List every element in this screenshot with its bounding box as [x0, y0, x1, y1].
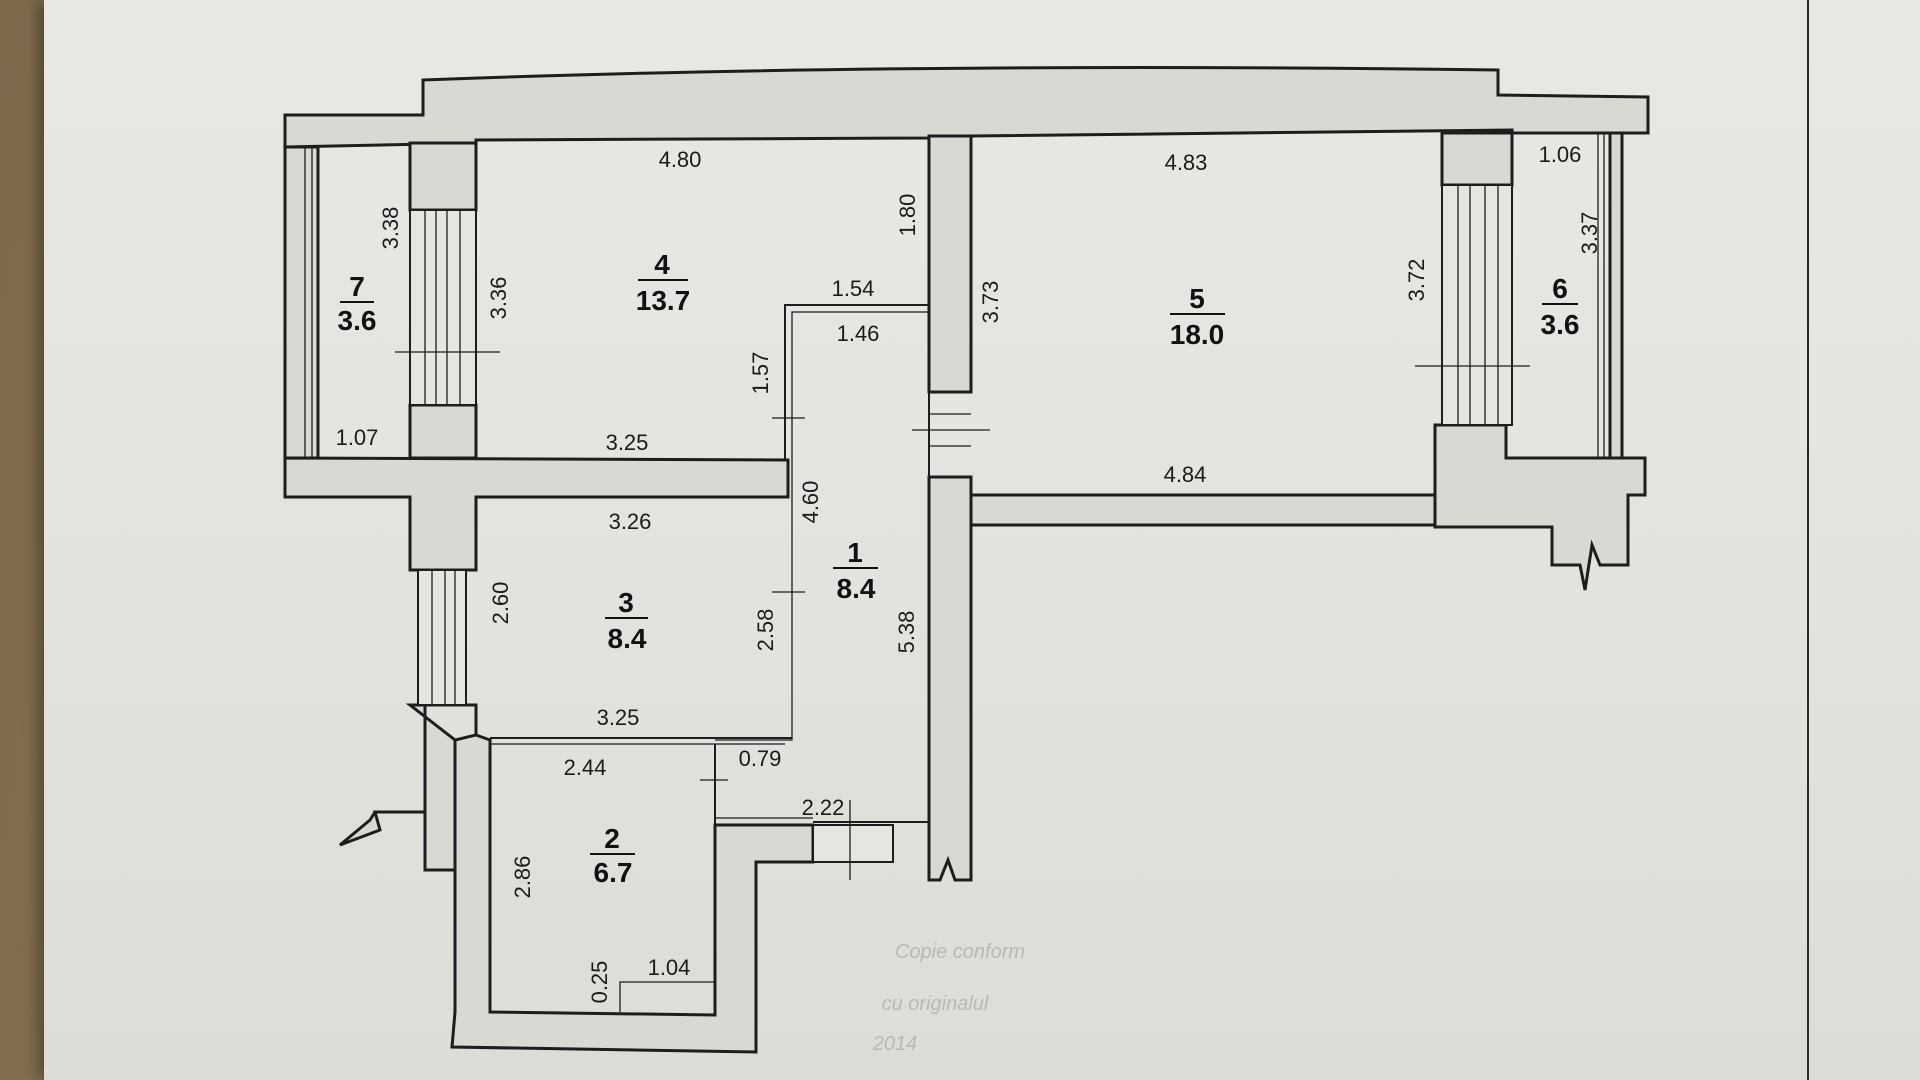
window-4	[409, 209, 477, 406]
balcony6-outer-wall	[1608, 131, 1624, 460]
dim-r6-top: 1.06	[1539, 142, 1582, 167]
wall-7-4-lower	[408, 403, 478, 460]
room-labels: 4 13.7 5 18.0 7 3.6 6 3.6 1 8.4 3 8.4	[338, 249, 1580, 888]
partitions	[304, 133, 1605, 1015]
wall-left-break	[339, 703, 457, 872]
balcony7-outer-wall	[283, 145, 320, 460]
dim-r4-left: 3.36	[486, 277, 511, 320]
room-number-2: 2	[604, 823, 620, 854]
room-label-2: 2 6.7	[590, 823, 635, 888]
dim-r1-step: 0.79	[739, 746, 782, 771]
room-label-4: 4 13.7	[636, 249, 691, 316]
dim-r5-right: 3.72	[1404, 259, 1429, 302]
room-area-6: 3.6	[1541, 309, 1580, 340]
room-area-7: 3.6	[338, 305, 377, 336]
wall-4-5	[927, 134, 973, 394]
room-number-6: 6	[1552, 273, 1568, 304]
dim-r1-bottom: 2.22	[802, 795, 845, 820]
dim-r2-niche-w: 1.04	[648, 955, 691, 980]
entrance-door	[812, 824, 894, 863]
room-area-2: 6.7	[594, 857, 633, 888]
stamp-line-1: Copie conform	[895, 941, 1025, 963]
stamp-line-2: cu originalul	[882, 993, 989, 1015]
wall-7-4-upper	[408, 141, 478, 212]
window-3	[417, 569, 467, 706]
dim-r3-right: 2.58	[753, 609, 778, 652]
top-wall	[283, 66, 1650, 149]
faded-stamp: Copie conform cu originalul 2014	[872, 941, 1025, 1055]
room-area-4: 13.7	[636, 285, 691, 316]
partition-1-inner	[715, 311, 929, 741]
dim-r5-top: 4.83	[1165, 150, 1208, 175]
room-area-1: 8.4	[837, 573, 876, 604]
dim-r5-bottom: 4.84	[1164, 462, 1207, 487]
dimension-labels: 4.80 3.36 1.80 1.54 3.25 3.38 1.07 4.83 …	[336, 142, 1602, 1003]
wall-1-5	[927, 475, 973, 882]
wall-5-6-upper	[1440, 131, 1514, 187]
dim-r1-right: 5.38	[894, 611, 919, 654]
partition-4-1	[784, 304, 929, 460]
dim-r7-bottom: 1.07	[336, 425, 379, 450]
room-number-1: 1	[847, 537, 863, 568]
dim-r5-left: 3.73	[978, 281, 1003, 324]
dim-r2-top: 2.44	[564, 755, 607, 780]
room-number-3: 3	[618, 587, 634, 618]
openings	[395, 184, 1530, 880]
dim-r4-bottom: 3.25	[606, 430, 649, 455]
room-label-3: 3 8.4	[605, 587, 648, 654]
window-5	[1441, 184, 1513, 426]
niche-room2	[619, 981, 715, 1012]
wall-4-3	[283, 456, 790, 572]
room-area-3: 8.4	[608, 623, 647, 654]
dim-r7-left: 3.38	[378, 207, 403, 250]
room-label-5: 5 18.0	[1170, 283, 1225, 350]
exterior-walls	[283, 66, 1650, 1054]
dim-r3-bottom: 3.25	[597, 705, 640, 730]
dim-r4-notch: 1.54	[832, 276, 875, 301]
wall-5-6-lower	[1433, 423, 1647, 591]
dim-r1-left-mid: 4.60	[798, 481, 823, 524]
dim-r1-left-upper: 1.57	[748, 352, 773, 395]
dim-r2-niche-h: 0.25	[587, 961, 612, 1004]
dim-r3-top: 3.26	[609, 509, 652, 534]
room-number-7: 7	[349, 271, 365, 302]
room-area-5: 18.0	[1170, 319, 1225, 350]
dim-r4-top: 4.80	[659, 147, 702, 172]
wall-5-bottom	[969, 493, 1437, 527]
dim-r1-top: 1.46	[837, 321, 880, 346]
dim-r2-left: 2.86	[510, 856, 535, 899]
room-label-6: 6 3.6	[1541, 273, 1580, 340]
room-label-1: 1 8.4	[833, 537, 878, 604]
dim-r6-right: 3.37	[1577, 212, 1602, 255]
stamp-line-3: 2014	[872, 1033, 918, 1055]
room-number-5: 5	[1189, 283, 1205, 314]
dim-r3-left: 2.60	[488, 582, 513, 625]
room-number-4: 4	[654, 249, 670, 280]
dim-r4-right-upper: 1.80	[895, 194, 920, 237]
room-label-7: 7 3.6	[338, 271, 377, 336]
